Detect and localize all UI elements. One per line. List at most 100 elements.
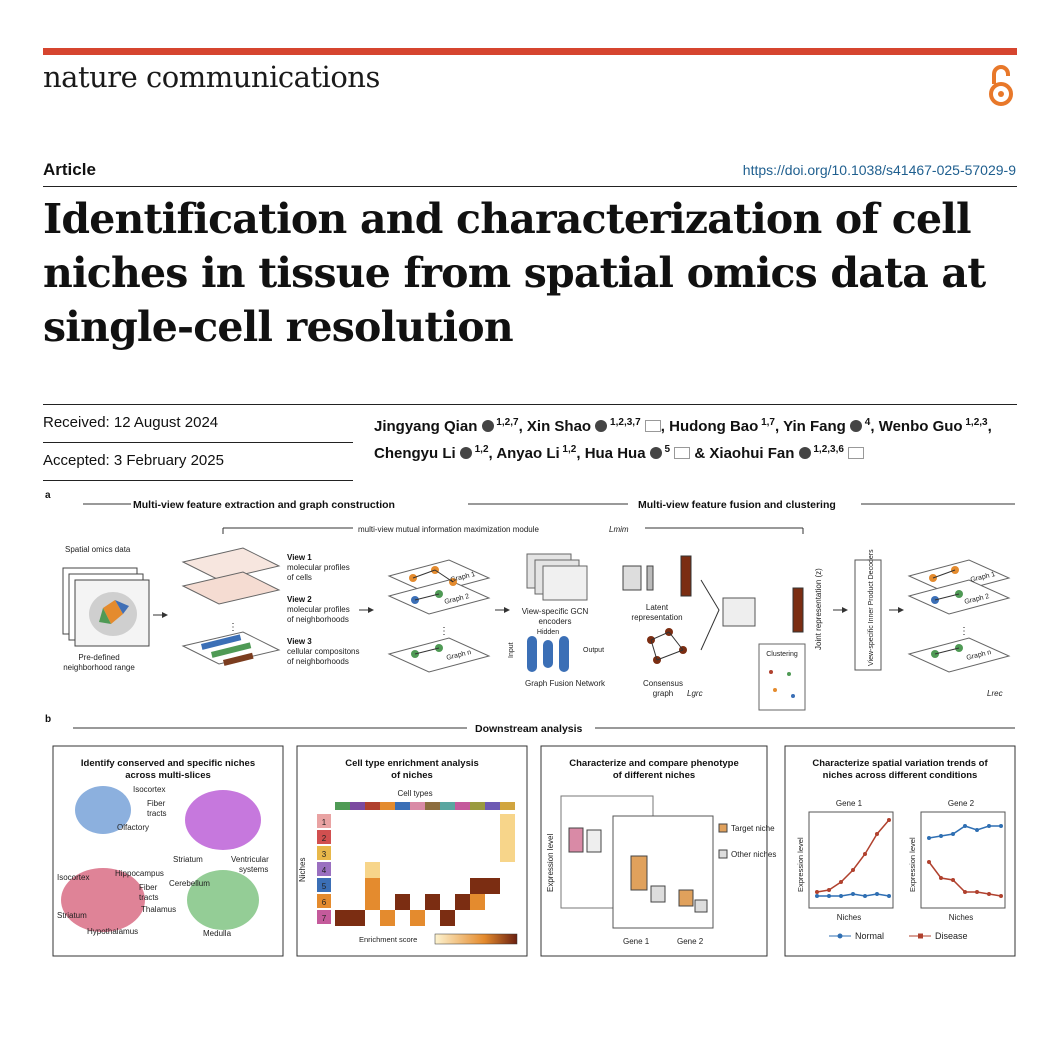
svg-text:Gene 1: Gene 1	[623, 937, 650, 946]
svg-text:Input: Input	[508, 642, 515, 658]
heatmap-cell	[365, 862, 380, 878]
view2-line2: of neighborhoods	[287, 615, 349, 624]
gene1-disease-line-point	[863, 852, 867, 856]
author-affiliation: 1,2,7	[493, 417, 519, 428]
divider	[43, 186, 1017, 187]
author-affiliation: 1,2,3,6	[810, 444, 844, 455]
gene1-disease-line-point	[839, 880, 843, 884]
svg-text:Graph Fusion Network: Graph Fusion Network	[525, 679, 606, 688]
niche-id-swatch	[317, 814, 331, 828]
svg-text:Hidden: Hidden	[537, 629, 559, 636]
svg-text:of niches: of niches	[391, 770, 433, 781]
author-name[interactable]: Chengyu Li	[374, 445, 456, 462]
heatmap-cell	[350, 910, 365, 926]
svg-text:niches across different condit: niches across different conditions	[823, 770, 978, 781]
author-name[interactable]: Jingyang Qian	[374, 418, 478, 435]
journal-name: nature communications	[43, 60, 380, 94]
celltype-swatch	[410, 802, 425, 810]
gene1-disease-line-point	[827, 888, 831, 892]
author-affiliation: 1,2,3	[962, 417, 988, 428]
svg-text:Olfactory: Olfactory	[117, 823, 149, 832]
divider	[43, 404, 1017, 405]
heatmap-cell	[500, 830, 515, 846]
email-icon[interactable]	[674, 447, 691, 459]
section-right-title: Multi-view feature fusion and clustering	[638, 499, 836, 511]
svg-text:Cell type enrichment analysis: Cell type enrichment analysis	[345, 758, 479, 769]
gene1-normal-line-point	[875, 892, 879, 896]
svg-text:Joint representation (z): Joint representation (z)	[814, 568, 823, 650]
svg-text:across multi-slices: across multi-slices	[125, 770, 211, 781]
email-icon[interactable]	[644, 420, 661, 432]
author-name[interactable]: Hudong Bao	[669, 418, 759, 435]
orcid-icon[interactable]	[850, 420, 863, 432]
predefined-label-1: Pre-defined	[78, 653, 119, 662]
author-name[interactable]: Xiaohui Fan	[709, 445, 795, 462]
svg-text:of different niches: of different niches	[613, 770, 695, 781]
heatmap-cell	[365, 878, 380, 894]
gene2-normal-line-point	[975, 828, 979, 832]
view1-line2: of cells	[287, 573, 312, 582]
orcid-icon[interactable]	[481, 420, 494, 432]
heatmap-cell	[410, 910, 425, 926]
author-affiliation: 1,2	[559, 444, 577, 455]
celltype-strip	[335, 802, 515, 810]
svg-text:encoders: encoders	[539, 617, 572, 626]
divider	[43, 480, 353, 481]
svg-text:graph: graph	[653, 689, 673, 698]
svg-text:Enrichment score: Enrichment score	[359, 935, 417, 944]
svg-text:⋮: ⋮	[439, 626, 449, 637]
heatmap-cell	[500, 846, 515, 862]
niche-id-label: 7	[322, 914, 327, 923]
view1-line1: molecular profiles	[287, 563, 350, 572]
niche-id-swatch	[317, 846, 331, 860]
view3-line2: of neighborhoods	[287, 657, 349, 666]
svg-text:View-specific Inner Product De: View-specific Inner Product Decoders	[868, 549, 875, 666]
open-access-icon[interactable]	[985, 62, 1017, 108]
spatial-label: Spatial omics data	[65, 545, 131, 554]
celltype-swatch	[500, 802, 515, 810]
view2-title: View 2	[287, 595, 312, 604]
svg-text:tracts: tracts	[147, 809, 167, 818]
gene1-normal-line-point	[839, 894, 843, 898]
predefined-label-2: neighborhood range	[63, 663, 135, 672]
orcid-icon[interactable]	[649, 447, 662, 459]
author-affiliation: 1,2	[471, 444, 489, 455]
gene2-disease-line-point	[975, 890, 979, 894]
orcid-icon[interactable]	[459, 447, 472, 459]
author-name[interactable]: Wenbo Guo	[878, 418, 963, 435]
gene2-disease-line-point	[999, 894, 1003, 898]
svg-text:Consensus: Consensus	[643, 679, 683, 688]
svg-text:Lrec: Lrec	[987, 689, 1003, 698]
celltype-swatch	[440, 802, 455, 810]
doi-link[interactable]: https://doi.org/10.1038/s41467-025-57029…	[742, 162, 1016, 178]
niche-id-swatch	[317, 862, 331, 876]
author-name[interactable]: Anyao Li	[496, 445, 560, 462]
niche-id-label: 1	[322, 818, 327, 827]
svg-text:Niches: Niches	[949, 913, 973, 922]
heatmap-cell	[335, 910, 350, 926]
author-name[interactable]: Yin Fang	[783, 418, 846, 435]
svg-text:View-specific GCN: View-specific GCN	[522, 607, 589, 616]
email-icon[interactable]	[848, 447, 865, 459]
trend-lines	[815, 818, 1003, 898]
svg-text:Characterize spatial variation: Characterize spatial variation trends of	[812, 758, 988, 769]
heatmap-cell	[395, 894, 410, 910]
view1-title: View 1	[287, 553, 312, 562]
gene2-disease-line-point	[939, 876, 943, 880]
author-name[interactable]: Xin Shao	[526, 418, 592, 435]
gene1-normal-line-point	[851, 892, 855, 896]
gene2-disease-line-point	[951, 878, 955, 882]
orcid-icon[interactable]	[798, 447, 811, 459]
niche-id-swatch	[317, 910, 331, 924]
graph-fusion-network: Input Output Hidden Graph Fusion Network	[508, 629, 606, 688]
svg-text:Striatum: Striatum	[173, 855, 203, 864]
author-affiliation: 5	[661, 444, 671, 455]
author-name[interactable]: Hua Hua	[584, 445, 646, 462]
orcid-icon[interactable]	[595, 420, 608, 432]
view3-line1: cellular compositons	[287, 647, 359, 656]
svg-text:Niches: Niches	[837, 913, 861, 922]
panel-a-label: a	[45, 490, 51, 501]
gene2-disease-line-point	[987, 892, 991, 896]
svg-text:Isocortex: Isocortex	[133, 785, 165, 794]
svg-text:Ventricular: Ventricular	[231, 855, 269, 864]
